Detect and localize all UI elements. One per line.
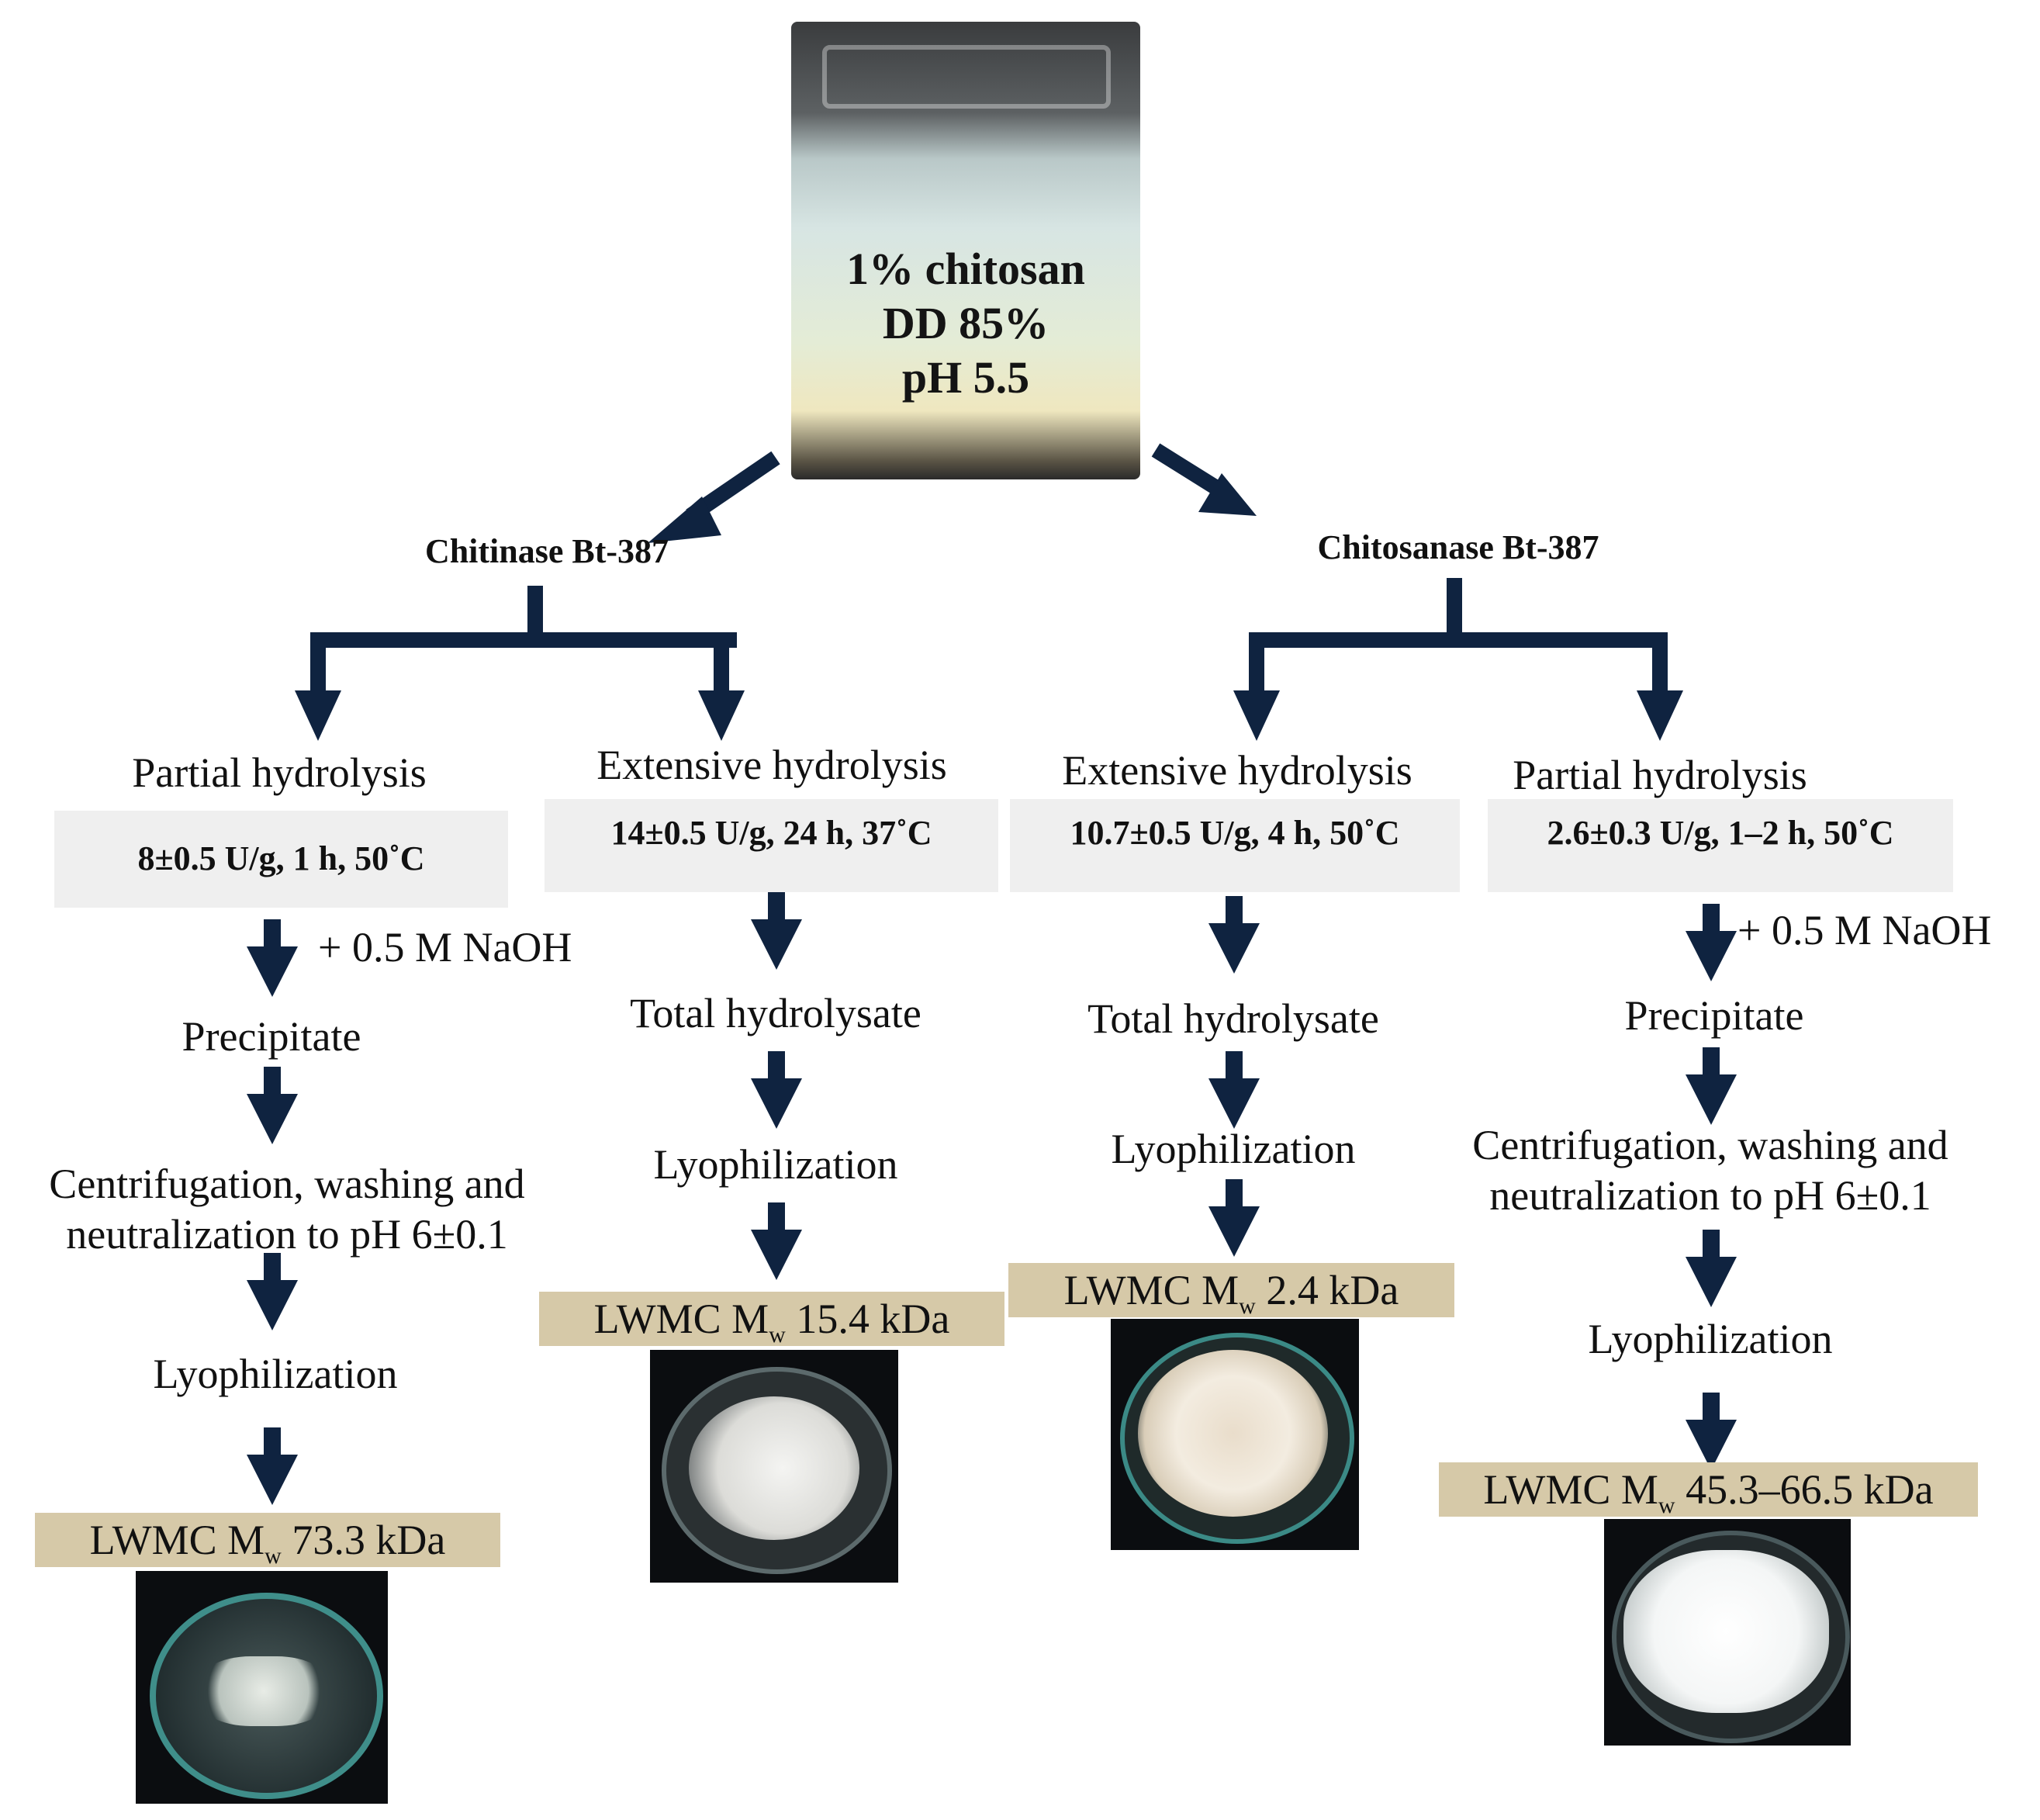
- col1-step-precipitate: Precipitate: [182, 1013, 361, 1060]
- col3-step-total-hydrolysate: Total hydrolysate: [1087, 995, 1379, 1042]
- col3-title: Extensive hydrolysis: [1062, 747, 1412, 794]
- col4-title: Partial hydrolysis: [1513, 752, 1807, 798]
- col1-step-centrifugation-1: Centrifugation, washing and: [49, 1161, 525, 1207]
- col4-down-arrows: [1686, 904, 1737, 1470]
- col4-product-photo: [1604, 1519, 1851, 1746]
- col3-conditions: 10.7±0.5 U/g, 4 h, 50˚C: [1010, 799, 1460, 892]
- col4-step-centrifugation-1: Centrifugation, washing and: [1472, 1122, 1948, 1168]
- col3-result: LWMC Mw 2.4 kDa: [1008, 1263, 1454, 1319]
- chitosanase-split-connector: [1233, 578, 1683, 741]
- col2-step-total-hydrolysate: Total hydrolysate: [630, 990, 921, 1036]
- col1-step-lyophilization: Lyophilization: [153, 1351, 398, 1397]
- col1-product-photo: [136, 1571, 388, 1804]
- col4-step-precipitate: Precipitate: [1624, 992, 1804, 1039]
- chitinase-label: Chitinase Bt-387: [424, 532, 669, 570]
- col4-additive: + 0.5 M NaOH: [1737, 907, 1992, 953]
- chitosanase-label: Chitosanase Bt-387: [1317, 528, 1599, 566]
- col2-result: LWMC Mw 15.4 kDa: [539, 1292, 1004, 1348]
- col1-step-centrifugation-2: neutralization to pH 6±0.1: [66, 1211, 508, 1258]
- col4-conditions: 2.6±0.3 U/g, 1–2 h, 50˚C: [1488, 799, 1953, 892]
- col1-title: Partial hydrolysis: [132, 749, 427, 796]
- col2-down-arrows: [751, 892, 802, 1280]
- chitinase-split-connector: [295, 586, 745, 741]
- col3-product-photo: [1111, 1319, 1359, 1550]
- col1-conditions: 8±0.5 U/g, 1 h, 50˚C: [54, 811, 508, 908]
- start-line-2: DD 85%: [882, 298, 1049, 348]
- start-line-1: 1% chitosan: [846, 244, 1085, 294]
- beaker-rim: [822, 45, 1111, 109]
- col3-step-lyophilization: Lyophilization: [1111, 1126, 1356, 1172]
- col2-conditions: 14±0.5 U/g, 24 h, 37˚C: [545, 799, 998, 892]
- col4-step-centrifugation-2: neutralization to pH 6±0.1: [1489, 1172, 1931, 1219]
- col3-down-arrows: [1208, 896, 1260, 1257]
- col2-title: Extensive hydrolysis: [596, 742, 947, 788]
- col4-result: LWMC Mw 45.3–66.5 kDa: [1439, 1462, 1978, 1518]
- col1-result: LWMC Mw 73.3 kDa: [35, 1513, 500, 1569]
- col2-product-photo: [650, 1350, 898, 1583]
- chitosan-beaker-photo: 1% chitosan DD 85% pH 5.5: [791, 22, 1140, 479]
- arrow-to-chitinase: [648, 451, 780, 543]
- col2-step-lyophilization: Lyophilization: [653, 1141, 898, 1188]
- arrow-to-chitosanase: [1151, 443, 1257, 516]
- col4-step-lyophilization: Lyophilization: [1588, 1316, 1833, 1362]
- col1-additive: + 0.5 M NaOH: [318, 924, 572, 971]
- start-line-3: pH 5.5: [901, 352, 1030, 403]
- col1-down-arrows: [247, 919, 298, 1505]
